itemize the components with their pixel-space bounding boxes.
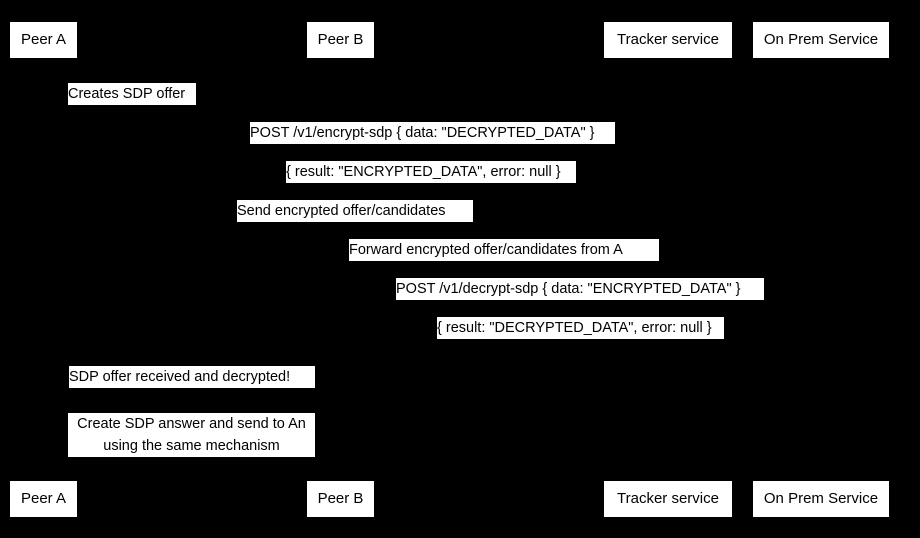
participant-header-tracker-service[interactable]: Tracker service [604, 22, 732, 58]
participant-header-peer-b[interactable]: Peer B [307, 22, 374, 58]
participant-footer-on-prem-service[interactable]: On Prem Service [753, 481, 889, 517]
message-send-encrypted-offer: Send encrypted offer/candidates [237, 200, 473, 222]
message-decrypt-sdp-result: { result: "DECRYPTED_DATA", error: null … [437, 317, 724, 339]
lifeline-on-prem-service [821, 58, 822, 481]
message-forward-encrypted-offer: Forward encrypted offer/candidates from … [349, 239, 659, 261]
participant-footer-peer-a[interactable]: Peer A [10, 481, 77, 517]
participant-footer-tracker-service[interactable]: Tracker service [604, 481, 732, 517]
participant-footer-peer-b[interactable]: Peer B [307, 481, 374, 517]
message-create-sdp-answer: Create SDP answer and send to An using t… [68, 413, 315, 457]
lifeline-tracker-service [668, 58, 669, 481]
participant-header-peer-a[interactable]: Peer A [10, 22, 77, 58]
lifeline-peer-b [340, 58, 341, 481]
message-post-encrypt-sdp: POST /v1/encrypt-sdp { data: "DECRYPTED_… [250, 122, 615, 144]
lifeline-peer-a [43, 58, 44, 481]
message-sdp-offer-received: SDP offer received and decrypted! [69, 366, 315, 388]
participant-header-on-prem-service[interactable]: On Prem Service [753, 22, 889, 58]
message-encrypt-sdp-result: { result: "ENCRYPTED_DATA", error: null … [286, 161, 576, 183]
message-creates-sdp-offer: Creates SDP offer [68, 83, 196, 105]
message-post-decrypt-sdp: POST /v1/decrypt-sdp { data: "ENCRYPTED_… [396, 278, 764, 300]
